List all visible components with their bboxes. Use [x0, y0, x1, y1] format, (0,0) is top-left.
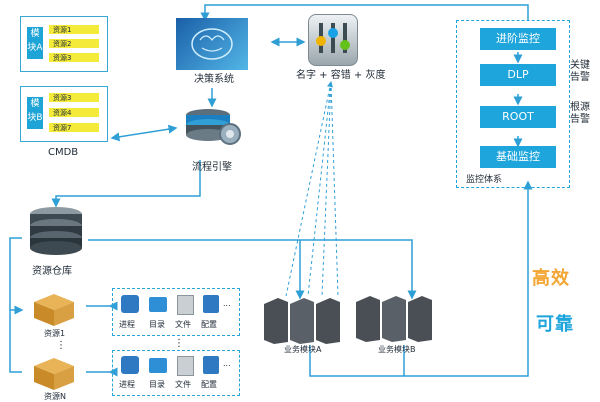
config-icon: [203, 356, 219, 374]
module-b-resource-1: 资源3: [53, 94, 72, 102]
decision-label: 决策系统: [194, 74, 234, 85]
module-b-resource-3: 资源7: [53, 124, 72, 132]
server-rack-icon: [262, 296, 342, 344]
package-box-icon: [30, 356, 76, 390]
file-label: 文件: [175, 380, 191, 389]
monitoring-arrows: [513, 52, 523, 148]
cmdb-module-a: 模块A 资源1 资源2 资源3: [20, 16, 108, 72]
ellipsis-dots: ⋮: [56, 340, 66, 351]
cmdb-label: CMDB: [48, 147, 79, 158]
monitoring-panel: [456, 20, 570, 188]
package-box-icon: [30, 292, 76, 326]
repo-bracket-line: [9, 237, 22, 373]
database-icon: [26, 206, 86, 256]
business-module-a-label: 业务模块A: [284, 345, 322, 354]
workflow-to-repo-line: [51, 160, 201, 208]
file-icon: [177, 295, 194, 315]
brain-icon: [176, 18, 248, 70]
module-b-tag: 模块B: [27, 97, 43, 129]
workflow-engine-icon: [180, 106, 244, 152]
module-a-resource-1: 资源1: [53, 26, 72, 34]
config-icon: [203, 295, 219, 313]
module-a-tag: 模块A: [27, 27, 43, 59]
business-module-b-label: 业务模块B: [378, 345, 416, 354]
server-rack-icon: [354, 294, 434, 342]
advanced-monitor-box: 进阶监控: [480, 28, 556, 50]
repo-to-business-line: [88, 239, 417, 300]
process-label: 进程: [119, 320, 135, 329]
more-ellipsis: ...: [223, 359, 231, 368]
dlp-box: DLP: [480, 64, 556, 86]
panel-ellipsis-dots: ⋮: [174, 338, 184, 349]
release-dash-1: [285, 81, 333, 297]
release-label: 名字 + 容错 + 灰度: [296, 70, 386, 81]
key-alert-label: 关键告警: [570, 60, 590, 83]
cmdb-module-b: 模块B 资源3 资源4 资源7: [20, 86, 108, 142]
config-label: 配置: [201, 380, 217, 389]
resource-unit-1-label: 资源1: [44, 329, 66, 338]
config-label: 配置: [201, 320, 217, 329]
basic-monitor-box: 基础监控: [480, 146, 556, 168]
root-box: ROOT: [480, 106, 556, 128]
module-a-resource-2: 资源2: [53, 40, 72, 48]
folder-icon: [149, 358, 167, 373]
process-icon: [121, 295, 139, 313]
directory-label: 目录: [149, 320, 165, 329]
business-to-monitor-line: [309, 180, 533, 377]
more-ellipsis: ...: [223, 299, 231, 308]
workflow-label: 流程引擎: [192, 162, 232, 173]
monitor-to-decision-line: [200, 4, 529, 22]
monitoring-system-label: 监控体系: [466, 175, 503, 185]
resource-unit-n-panel: 进程 目录 文件 配置 ...: [112, 350, 240, 396]
slogan-efficient: 高效: [532, 268, 570, 289]
file-label: 文件: [175, 320, 191, 329]
control-panel-icon: [308, 14, 358, 66]
directory-label: 目录: [149, 380, 165, 389]
repository-label: 资源仓库: [32, 266, 72, 277]
module-a-resource-3: 资源3: [53, 54, 72, 62]
module-b-resource-2: 资源4: [53, 109, 72, 117]
cmdb-workflow-link: [110, 124, 178, 142]
file-icon: [177, 356, 194, 376]
resource-unit-n-label: 资源N: [44, 392, 66, 401]
process-icon: [121, 356, 139, 374]
slogan-reliable: 可靠: [536, 314, 574, 335]
resource-unit-1-panel: 进程 目录 文件 配置 ...: [112, 288, 240, 336]
root-alert-label: 根源告警: [570, 102, 590, 125]
process-label: 进程: [119, 380, 135, 389]
folder-icon: [149, 297, 167, 312]
